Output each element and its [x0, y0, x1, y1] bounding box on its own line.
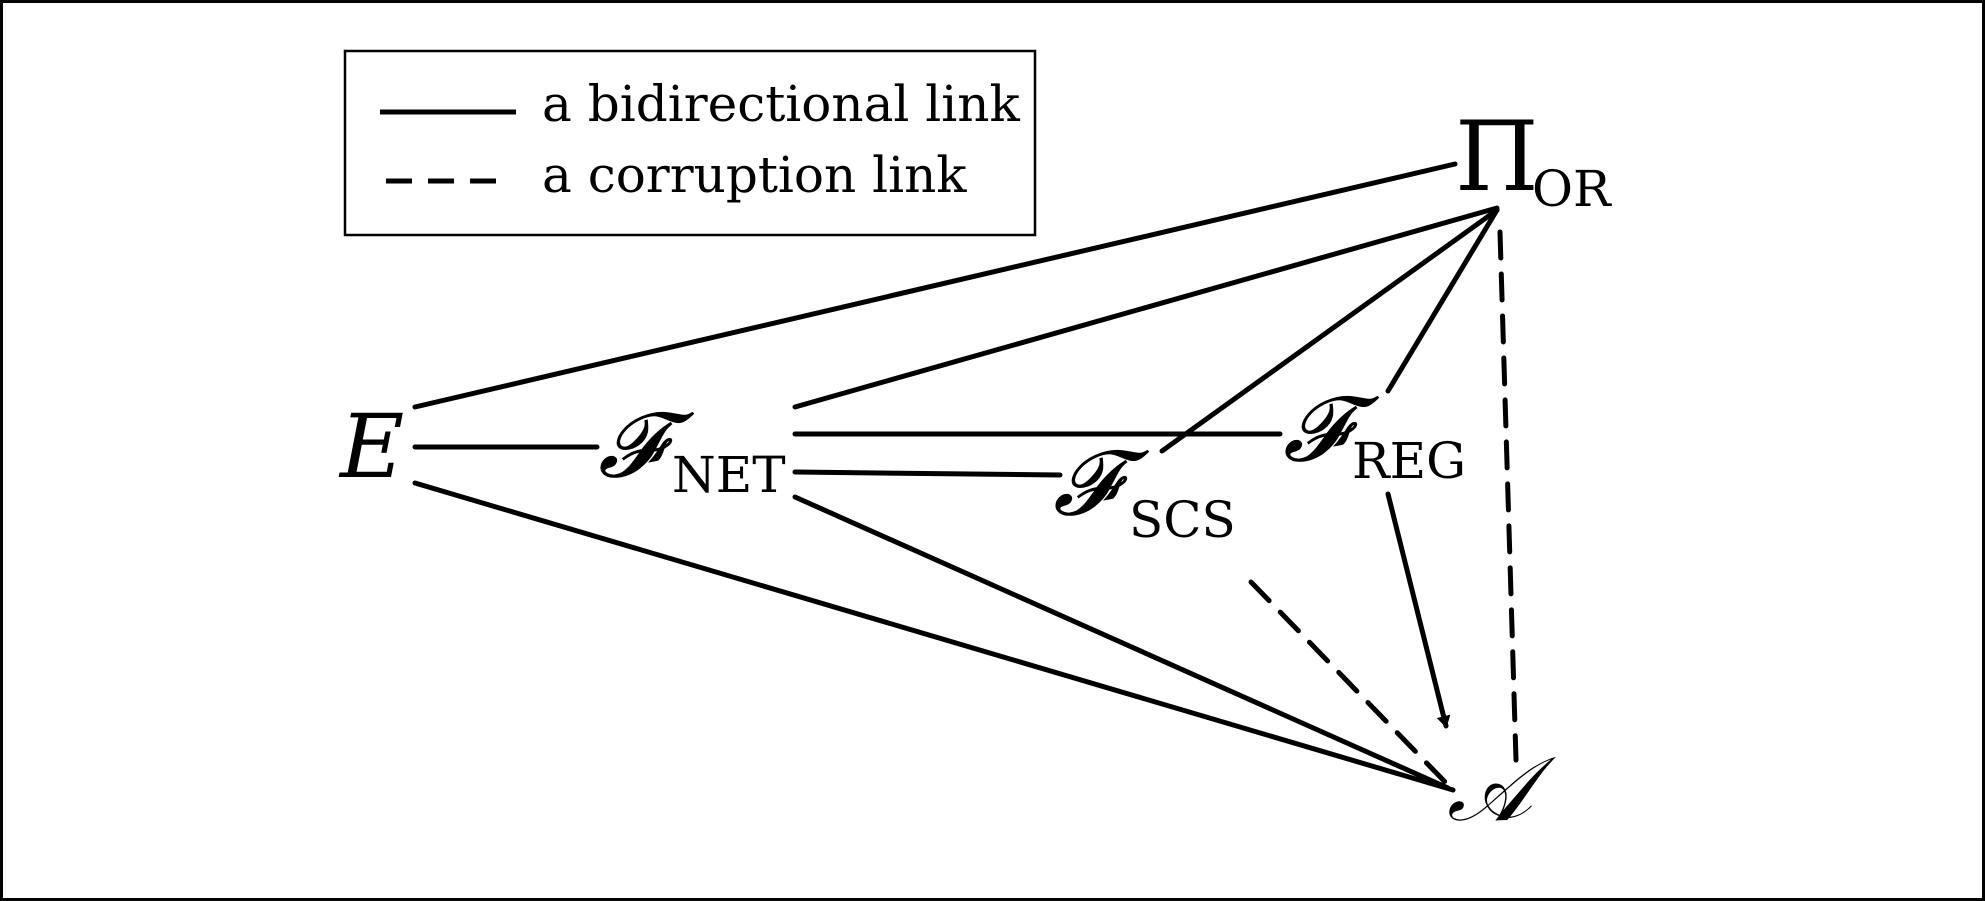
node-f-net: 𝓕 NET — [598, 393, 786, 504]
node-e-label: E — [338, 395, 404, 498]
node-pi-or-label: Π — [1455, 101, 1539, 213]
node-a-label: 𝒜 — [1447, 737, 1557, 842]
node-pi-or: Π OR — [1455, 101, 1612, 218]
link-f-net-pi-or — [792, 205, 1500, 410]
legend: a bidirectional link a corruption link — [343, 49, 1037, 237]
links — [412, 161, 1519, 793]
node-f-reg: 𝓕 REG — [1283, 377, 1466, 490]
node-f-net-subscript: NET — [672, 446, 786, 504]
node-f-reg-subscript: REG — [1352, 432, 1466, 490]
node-f-scs-subscript: SCS — [1129, 491, 1236, 549]
node-e: E — [338, 395, 404, 498]
node-pi-or-subscript: OR — [1532, 160, 1612, 218]
link-f-reg-pi-or — [1385, 207, 1500, 394]
legend-solid-label: a bidirectional link — [542, 75, 1020, 133]
link-f-scs-a-dashed — [1248, 579, 1451, 788]
link-f-net-f-scs — [792, 469, 1063, 478]
link-f-reg-a-arrow — [1385, 491, 1451, 729]
link-f-net-a — [792, 494, 1451, 791]
link-f-scs-pi-or — [1159, 207, 1500, 454]
node-f-scs: 𝓕 SCS — [1053, 431, 1236, 549]
legend-box — [343, 49, 1037, 237]
link-e-pi-or — [412, 161, 1458, 410]
node-a: 𝒜 — [1447, 737, 1557, 842]
link-pi-or-a-dashed — [1497, 229, 1519, 763]
link-e-a — [412, 480, 1456, 793]
legend-dashed-label: a corruption link — [542, 146, 967, 204]
